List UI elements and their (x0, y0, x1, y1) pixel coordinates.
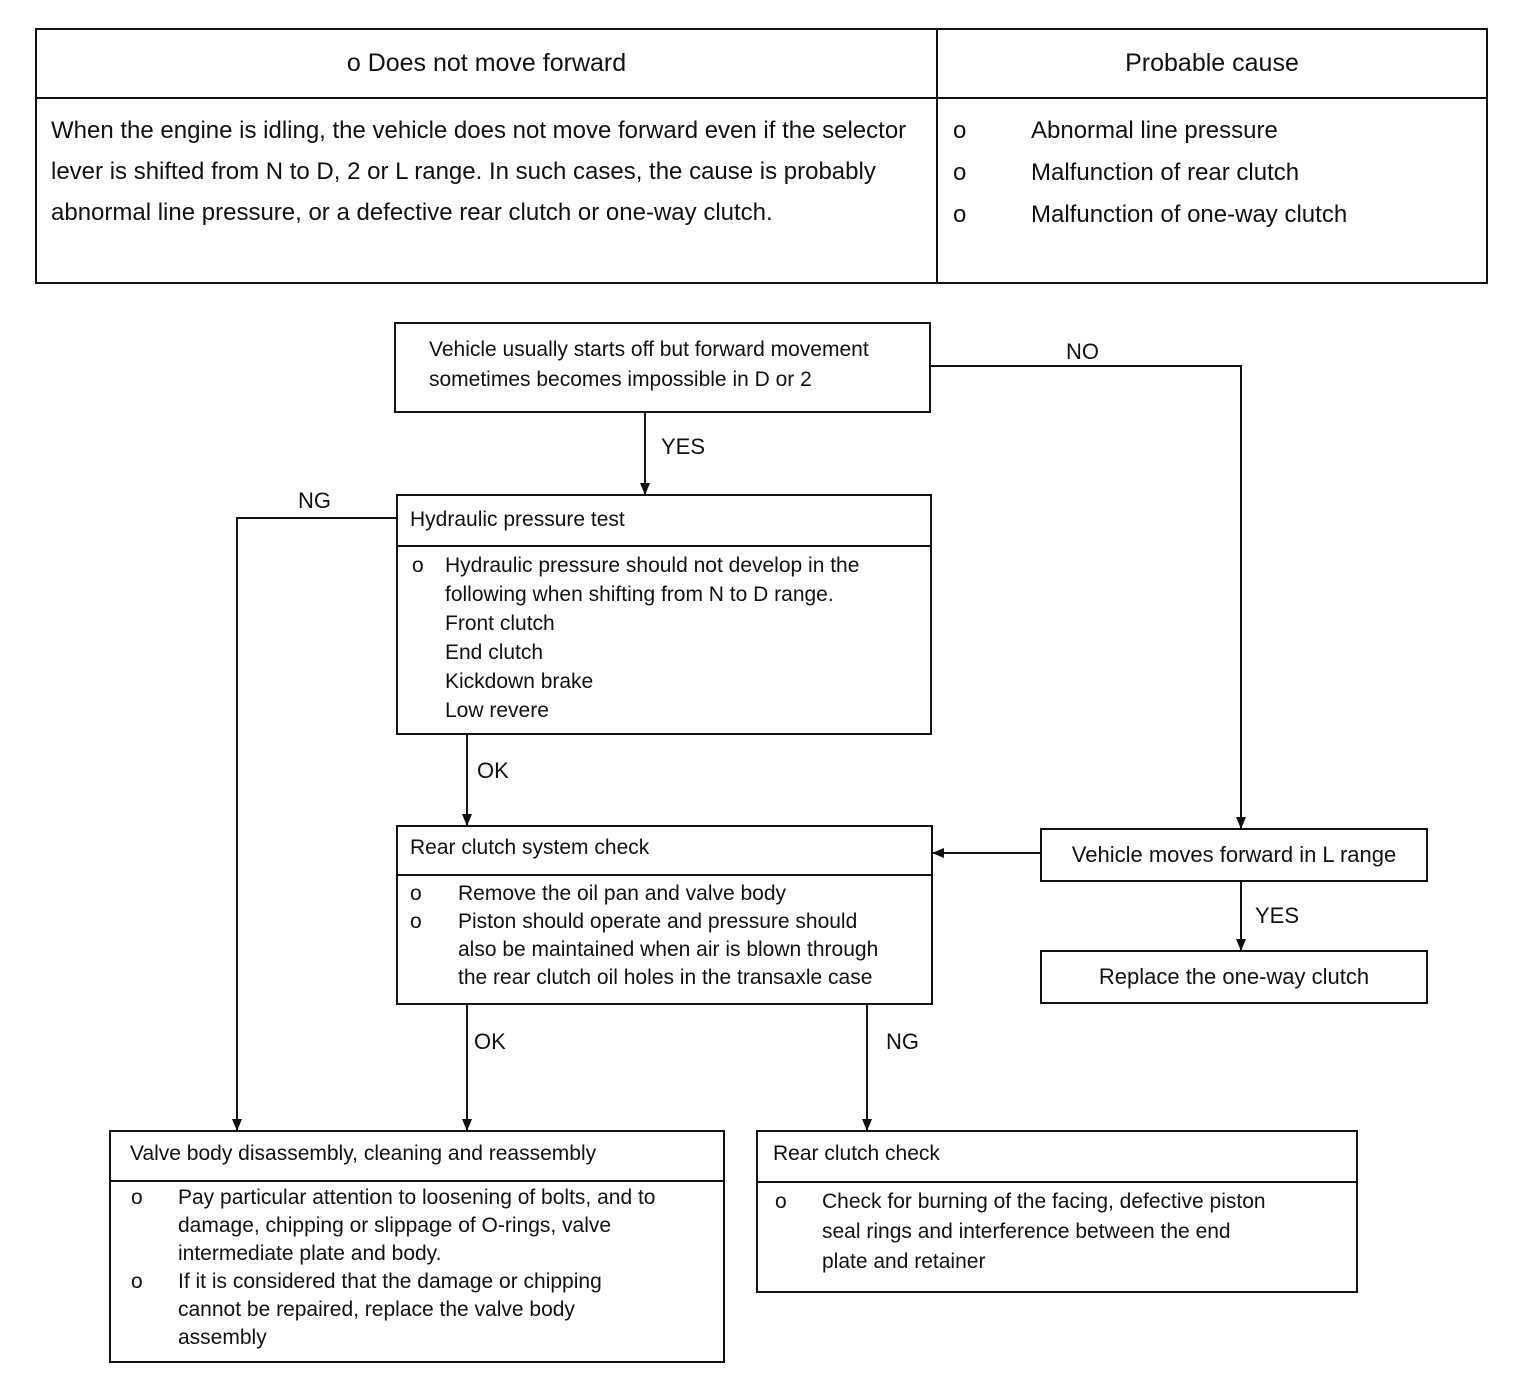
list-item-text: seal rings and interference between the … (822, 1220, 1231, 1243)
hydraulic-text-line: following when shifting from N to D rang… (445, 583, 834, 606)
valve-body-box: Valve body disassembly, cleaning and rea… (109, 1130, 725, 1363)
list-item-text: damage, chipping or slippage of O-rings,… (178, 1214, 612, 1237)
bullet-marker: o (953, 117, 967, 144)
hydraulic-text-line: Hydraulic pressure should not develop in… (445, 554, 860, 577)
cause-text: Malfunction of one-way clutch (1031, 201, 1348, 228)
list-item-text: also be maintained when air is blown thr… (458, 938, 879, 961)
start-condition-line2: sometimes becomes impossible in D or 2 (429, 368, 812, 391)
bullet-marker: o (775, 1190, 787, 1213)
start-condition-line1: Vehicle usually starts off but forward m… (429, 338, 869, 361)
start-condition-box: Vehicle usually starts off but forward m… (394, 322, 931, 413)
label-no: NO (1066, 339, 1099, 364)
bullet-marker: o (410, 910, 422, 933)
bullet-marker: o (131, 1186, 143, 1209)
connector-no-to-l-range (930, 365, 1246, 829)
list-item-text: Pay particular attention to loosening of… (178, 1186, 656, 1209)
component-item: Front clutch (445, 612, 555, 635)
list-item: o Piston should operate and pressure sho… (398, 908, 931, 992)
list-item-text: intermediate plate and body. (178, 1242, 442, 1265)
label-ok: OK (477, 758, 509, 783)
connector-ng-to-valve-body (232, 517, 397, 1131)
label-yes: YES (661, 434, 706, 459)
list-item: o If it is considered that the damage or… (111, 1268, 723, 1352)
list-item-text: Remove the oil pan and valve body (458, 882, 787, 905)
cause-item: o Malfunction of one-way clutch (953, 194, 1347, 236)
label-ok: OK (474, 1029, 506, 1054)
label-yes: YES (1255, 903, 1300, 928)
bullet-marker: o (412, 554, 424, 577)
bullet-marker: o (410, 882, 422, 905)
rear-clutch-check-title: Rear clutch check (758, 1132, 1356, 1183)
component-item: Kickdown brake (445, 670, 594, 693)
table-divider-horizontal (37, 97, 1486, 99)
cause-text: Malfunction of rear clutch (1031, 159, 1300, 186)
rear-clutch-system-check-box: Rear clutch system check o Remove the oi… (396, 825, 933, 1005)
valve-body-body: o Pay particular attention to loosening … (111, 1184, 723, 1352)
symptom-table: o Does not move forward Probable cause W… (35, 28, 1488, 284)
hydraulic-test-title: Hydraulic pressure test (398, 496, 930, 547)
label-ng: NG (886, 1029, 919, 1054)
symptom-header: o Does not move forward (346, 49, 627, 77)
cause-item: o Abnormal line pressure (953, 110, 1347, 152)
list-item-text: Piston should operate and pressure shoul… (458, 910, 858, 933)
label-ng: NG (298, 488, 331, 513)
list-item-text: the rear clutch oil holes in the transax… (458, 966, 873, 989)
bullet-marker: o (131, 1270, 143, 1293)
bullet-marker: o (953, 201, 967, 228)
table-divider-vertical (936, 30, 938, 282)
replace-one-way-clutch-box: Replace the one-way clutch (1040, 950, 1428, 1004)
list-item: o Hydraulic pressure should not develop … (398, 551, 930, 725)
hydraulic-test-body: o Hydraulic pressure should not develop … (398, 551, 930, 725)
list-item: o Pay particular attention to loosening … (111, 1184, 723, 1268)
rear-clutch-system-body: o Remove the oil pan and valve body o Pi… (398, 880, 931, 992)
symptom-description: When the engine is idling, the vehicle d… (51, 117, 907, 226)
list-item-text: assembly (178, 1326, 267, 1349)
list-item-text: plate and retainer (822, 1250, 986, 1273)
l-range-condition-text: Vehicle moves forward in L range (1071, 842, 1397, 867)
rear-clutch-check-body: o Check for burning of the facing, defec… (758, 1187, 1356, 1277)
list-item: o Remove the oil pan and valve body (398, 880, 931, 908)
probable-cause-header: Probable cause (1125, 49, 1299, 77)
list-item: o Check for burning of the facing, defec… (758, 1187, 1356, 1277)
cause-text: Abnormal line pressure (1031, 117, 1278, 144)
replace-one-way-clutch-text: Replace the one-way clutch (1098, 964, 1370, 989)
cause-item: o Malfunction of rear clutch (953, 152, 1347, 194)
bullet-marker: o (953, 159, 967, 186)
component-item: Low revere (445, 699, 549, 722)
component-item: End clutch (445, 641, 544, 664)
hydraulic-pressure-test-box: Hydraulic pressure test o Hydraulic pres… (396, 494, 932, 735)
valve-body-title: Valve body disassembly, cleaning and rea… (111, 1132, 723, 1182)
rear-clutch-system-title: Rear clutch system check (398, 827, 931, 876)
list-item-text: cannot be repaired, replace the valve bo… (178, 1298, 575, 1321)
rear-clutch-check-box: Rear clutch check o Check for burning of… (756, 1130, 1358, 1293)
l-range-condition-box: Vehicle moves forward in L range (1040, 828, 1428, 882)
list-item-text: If it is considered that the damage or c… (178, 1270, 602, 1293)
list-item-text: Check for burning of the facing, defecti… (822, 1190, 1266, 1213)
